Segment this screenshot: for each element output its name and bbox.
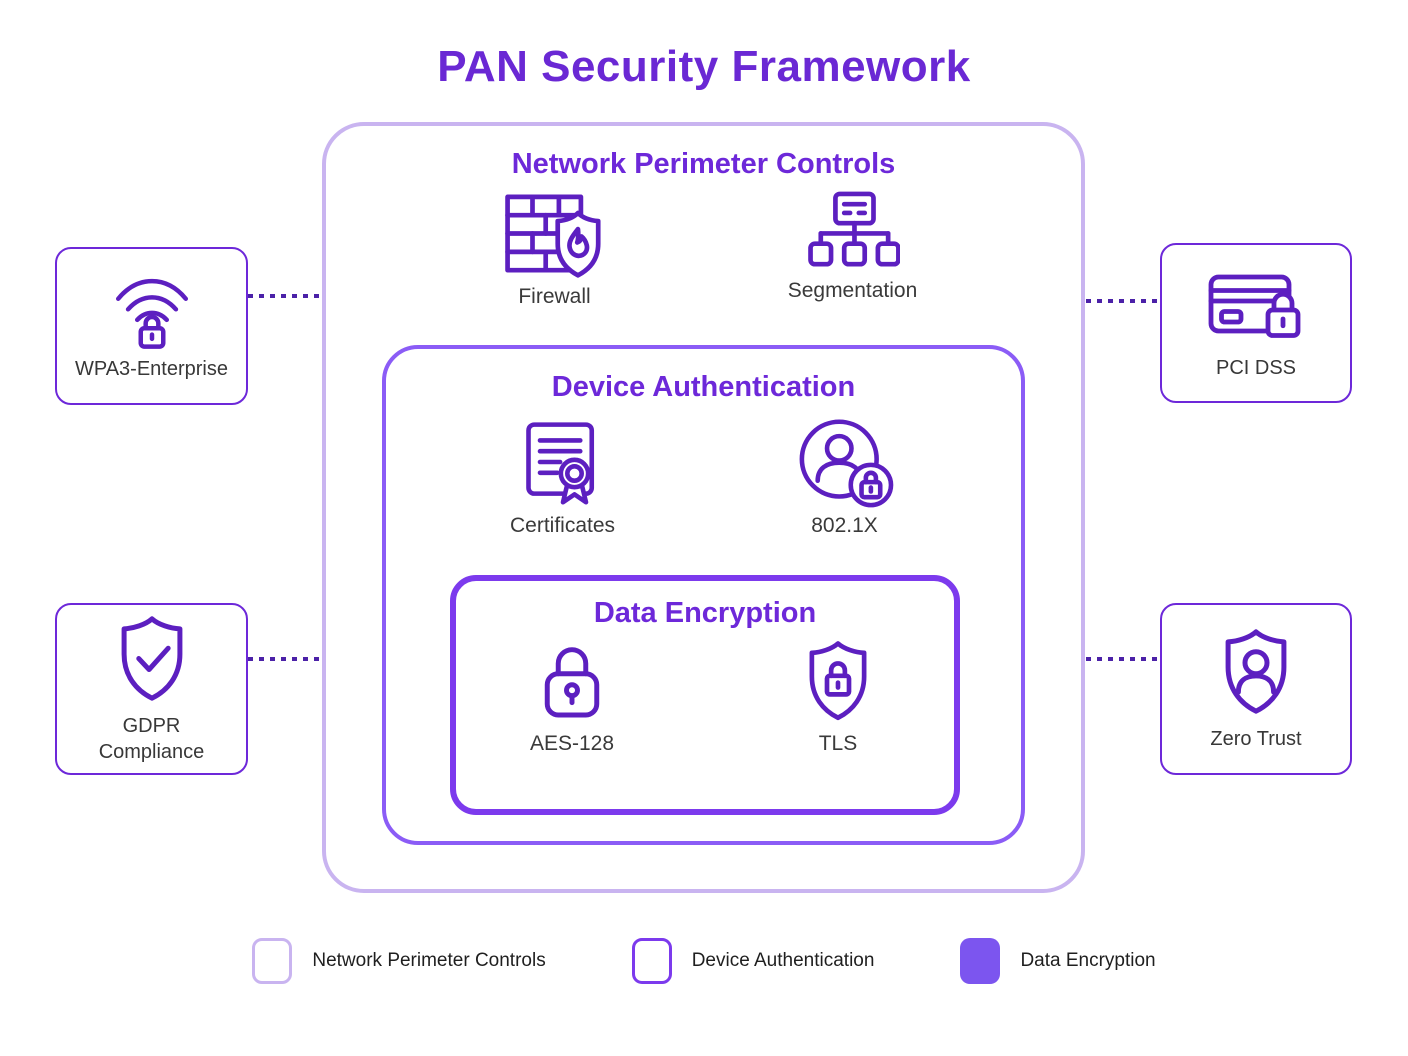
shield-lock-icon: [809, 641, 867, 721]
legend-label-authentication: Device Authentication: [691, 950, 875, 971]
aes-item: AES-128: [487, 638, 657, 756]
padlock-icon: [544, 647, 600, 718]
segmentation-icon: [807, 191, 900, 267]
perimeter-icon-row: Firewall Segmentation: [326, 191, 1081, 309]
wpa3-enterprise-box: WPA3-Enterprise: [55, 247, 248, 405]
firewall-icon: [505, 194, 601, 278]
firewall-label: Firewall: [518, 285, 591, 308]
tls-label: TLS: [818, 732, 858, 755]
connector-pci: [1086, 299, 1160, 303]
legend-swatch-perimeter: [252, 938, 293, 984]
shield-check-icon: [121, 616, 182, 701]
legend-item-encryption: Data Encryption: [960, 938, 1156, 984]
device-authentication-heading: Device Authentication: [551, 371, 856, 403]
dot1x-item: 802.1X: [760, 416, 930, 538]
certificate-icon: [525, 422, 594, 505]
connector-wpa3: [248, 294, 322, 298]
firewall-item: Firewall: [470, 191, 640, 309]
device-authentication-box: Device Authentication Certificates: [382, 345, 1025, 845]
legend-label-encryption: Data Encryption: [1020, 950, 1156, 971]
page-title: PAN Security Framework: [437, 42, 971, 91]
credit-card-lock-icon: [1208, 274, 1301, 338]
pci-dss-box: PCI DSS: [1160, 243, 1352, 403]
tls-item: TLS: [753, 638, 923, 756]
data-encryption-heading: Data Encryption: [593, 597, 817, 629]
network-perimeter-controls-box: Network Perimeter Controls Firewall: [322, 122, 1085, 893]
wifi-lock-icon: [115, 278, 188, 349]
network-perimeter-controls-heading: Network Perimeter Controls: [511, 148, 896, 180]
zero-trust-label: Zero Trust: [1210, 728, 1302, 750]
connector-gdpr: [248, 657, 322, 661]
dot1x-label: 802.1X: [811, 514, 878, 537]
segmentation-item: Segmentation: [768, 191, 938, 303]
legend-swatch-authentication: [631, 938, 672, 984]
legend: Network Perimeter Controls Device Authen…: [0, 938, 1408, 984]
segmentation-label: Segmentation: [787, 279, 918, 302]
legend-swatch-encryption: [960, 938, 1001, 984]
zero-trust-box: Zero Trust: [1160, 603, 1352, 775]
legend-item-authentication: Device Authentication: [631, 938, 875, 984]
legend-item-perimeter: Network Perimeter Controls: [252, 938, 546, 984]
pci-dss-label: PCI DSS: [1215, 357, 1297, 379]
gdpr-compliance-box: GDPR Compliance: [55, 603, 248, 775]
user-lock-icon: [799, 419, 893, 508]
encryption-icon-row: AES-128 TLS: [456, 638, 954, 756]
gdpr-compliance-label: GDPR Compliance: [98, 715, 205, 763]
certificates-label: Certificates: [509, 514, 616, 537]
authentication-icon-row: Certificates 802.1X: [386, 416, 1021, 538]
connector-zero-trust: [1086, 657, 1160, 661]
wpa3-enterprise-label: WPA3-Enterprise: [74, 358, 228, 380]
aes-label: AES-128: [529, 732, 615, 755]
legend-label-perimeter: Network Perimeter Controls: [312, 950, 546, 971]
certificates-item: Certificates: [478, 416, 648, 538]
data-encryption-box: Data Encryption AES-128: [450, 575, 960, 815]
shield-person-icon: [1225, 629, 1287, 714]
